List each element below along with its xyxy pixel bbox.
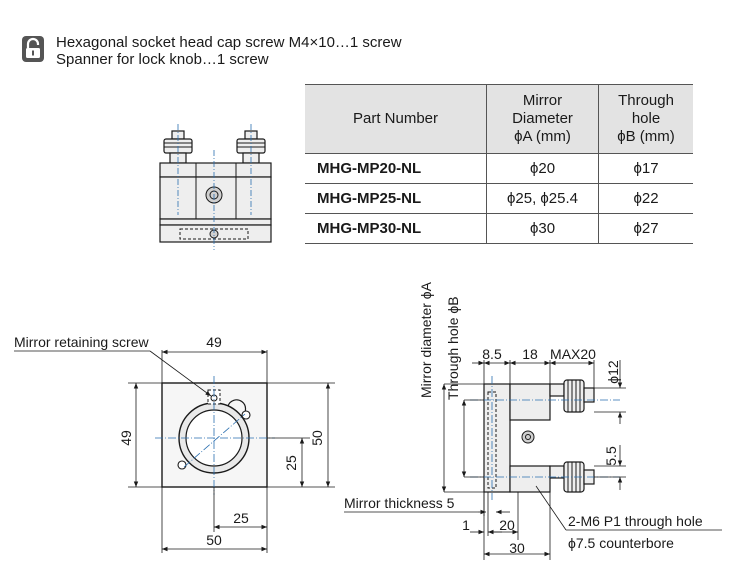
dim-center-height: 25 bbox=[283, 455, 299, 471]
side-view: Mirror diameter ϕA Through hole ϕB 8.5 1… bbox=[344, 281, 722, 560]
accessory-line-1: Hexagonal socket head cap screw M4×10…1 … bbox=[56, 34, 402, 51]
dim-1: 1 bbox=[462, 517, 470, 533]
through-hole-cell: ϕ17 bbox=[598, 153, 693, 184]
mirror-diameter-label: Mirror diameter ϕA bbox=[418, 281, 434, 398]
table-row: MHG-MP25-NL ϕ25, ϕ25.4 ϕ22 bbox=[305, 183, 693, 214]
lock-screw-icon bbox=[22, 36, 44, 62]
dim-phi12: ϕ12 bbox=[605, 360, 621, 384]
dim-center-width: 25 bbox=[233, 510, 249, 526]
accessory-line-2: Spanner for lock knob…1 screw bbox=[56, 51, 269, 68]
header-part-number: Part Number bbox=[305, 84, 487, 154]
header-through-hole: Through hole ϕB (mm) bbox=[598, 84, 693, 154]
header-mirror-line3: ϕA (mm) bbox=[514, 128, 571, 145]
dim-8-5: 8.5 bbox=[482, 346, 502, 362]
part-number-cell: MHG-MP25-NL bbox=[305, 183, 487, 214]
header-mirror-line2: Diameter bbox=[512, 110, 573, 127]
mirror-thickness-label: Mirror thickness 5 bbox=[344, 495, 455, 511]
part-number-cell: MHG-MP20-NL bbox=[305, 153, 487, 184]
header-mirror-diameter: Mirror Diameter ϕA (mm) bbox=[486, 84, 599, 154]
header-hole-line1: Through bbox=[618, 92, 674, 109]
front-view: Mirror retaining screw 49 49 50 25 25 50 bbox=[14, 334, 335, 553]
mirror-diameter-cell: ϕ30 bbox=[486, 213, 599, 244]
spec-table-header: Part Number Mirror Diameter ϕA (mm) Thro… bbox=[305, 84, 693, 154]
dim-right-height: 50 bbox=[309, 430, 325, 446]
header-hole-line2: hole bbox=[631, 110, 661, 127]
dim-left-height: 49 bbox=[118, 430, 134, 446]
header-mirror-line1: Mirror bbox=[522, 92, 563, 109]
table-row: MHG-MP30-NL ϕ30 ϕ27 bbox=[305, 213, 693, 244]
through-hole-cell: ϕ27 bbox=[598, 213, 693, 244]
mirror-retaining-screw-callout: Mirror retaining screw bbox=[14, 334, 149, 350]
dim-bottom-width: 50 bbox=[206, 532, 222, 548]
part-number-cell: MHG-MP30-NL bbox=[305, 213, 487, 244]
dim-max20: MAX20 bbox=[550, 346, 596, 362]
spec-table: Part Number Mirror Diameter ϕA (mm) Thro… bbox=[305, 84, 693, 244]
header-hole-line3: ϕB (mm) bbox=[617, 128, 675, 145]
dim-top-width: 49 bbox=[206, 334, 222, 350]
m6-through-hole-label: 2-M6 P1 through hole bbox=[568, 513, 703, 529]
through-hole-label: Through hole ϕB bbox=[445, 296, 461, 400]
table-row: MHG-MP20-NL ϕ20 ϕ17 bbox=[305, 153, 693, 184]
dim-20: 20 bbox=[499, 517, 515, 533]
counterbore-label: ϕ7.5 counterbore bbox=[568, 535, 674, 551]
dim-30: 30 bbox=[509, 540, 525, 556]
dim-5-5: 5.5 bbox=[603, 446, 619, 466]
through-hole-cell: ϕ22 bbox=[598, 183, 693, 214]
dim-18: 18 bbox=[522, 346, 538, 362]
product-illustration bbox=[159, 124, 272, 250]
